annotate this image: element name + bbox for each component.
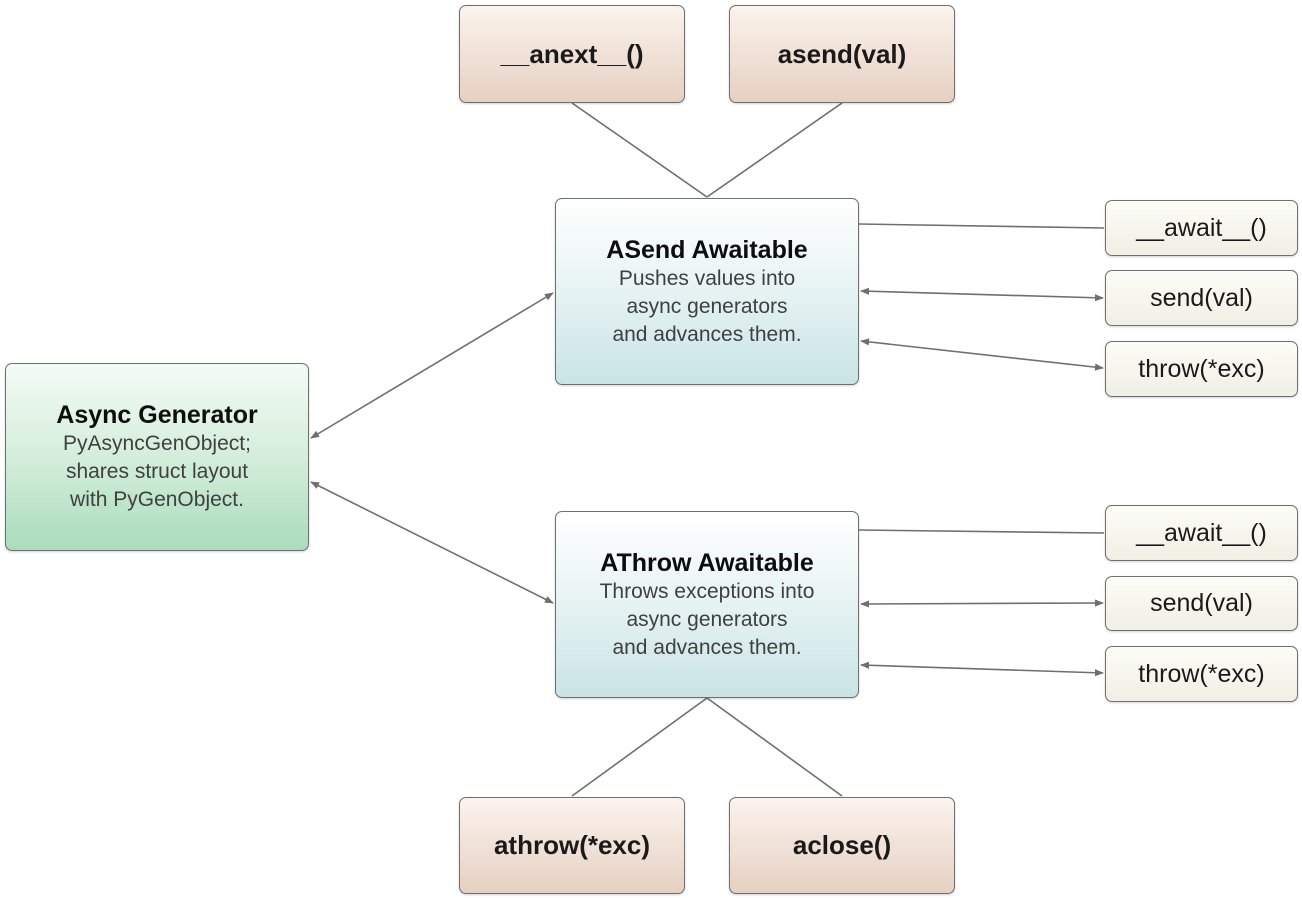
asend-awaitable-node: ASend Awaitable Pushes values into async…: [555, 198, 859, 385]
athrow-send-method-box: send(val): [1105, 576, 1298, 631]
edge-athrow-athrow-method: [571, 697, 708, 797]
arrow-generator-athrow: [310, 481, 554, 604]
edge-athrow-aclose: [706, 697, 843, 797]
edge-asend-await: [858, 223, 1105, 229]
athrow-awaitable-node: AThrow Awaitable Throws exceptions into …: [555, 511, 859, 698]
method-athrow-label: athrow(*exc): [493, 830, 651, 860]
edge-athrow-await: [858, 529, 1105, 534]
athrow-throw-method-label: throw(*exc): [1138, 659, 1265, 688]
arrow-athrow-throw: [860, 661, 1104, 677]
async-generator-node: Async Generator PyAsyncGenObject; shares…: [5, 363, 309, 551]
arrow-asend-send: [860, 287, 1104, 302]
athrow-awaitable-desc-line-2: async generators: [626, 607, 788, 631]
athrow-send-method-label: send(val): [1150, 589, 1253, 617]
asend-awaitable-desc-line-3: and advances them.: [612, 322, 802, 346]
method-aclose-box: aclose(): [729, 797, 955, 894]
method-anext-box: __anext__(): [459, 5, 685, 103]
asend-awaitable-title: ASend Awaitable: [606, 235, 808, 264]
athrow-await-method-label: __await__(): [1136, 518, 1267, 547]
asend-throw-method-box: throw(*exc): [1105, 341, 1298, 397]
async-generator-desc-line-1: PyAsyncGenObject;: [63, 432, 251, 455]
method-asend-box: asend(val): [729, 5, 955, 103]
async-generator-desc-line-3: with PyGenObject.: [70, 488, 244, 511]
arrow-generator-asend: [310, 292, 554, 439]
asend-send-method-box: send(val): [1105, 270, 1298, 326]
asend-throw-method-label: throw(*exc): [1138, 354, 1265, 383]
athrow-throw-method-box: throw(*exc): [1105, 646, 1298, 702]
athrow-awaitable-desc-line-1: Throws exceptions into: [599, 579, 815, 603]
async-generator-desc-line-2: shares struct layout: [65, 460, 249, 483]
async-generator-title: Async Generator: [56, 401, 258, 429]
athrow-awaitable-desc-line-3: and advances them.: [612, 635, 802, 659]
athrow-awaitable-title: AThrow Awaitable: [600, 548, 814, 577]
asend-send-method-label: send(val): [1150, 283, 1253, 312]
asend-awaitable-desc-line-2: async generators: [626, 294, 788, 318]
asend-await-method-box: __await__(): [1105, 200, 1298, 256]
edge-asend-method-asend: [706, 102, 843, 198]
arrow-athrow-send: [860, 599, 1104, 608]
edge-anext-asend: [571, 102, 708, 198]
asend-awaitable-desc-line-1: Pushes values into: [618, 266, 796, 290]
method-asend-label: asend(val): [777, 38, 907, 69]
method-anext-label: __anext__(): [500, 38, 644, 69]
asend-await-method-label: __await__(): [1136, 213, 1267, 242]
method-aclose-label: aclose(): [792, 830, 892, 860]
arrow-asend-throw: [860, 338, 1104, 371]
athrow-await-method-box: __await__(): [1105, 505, 1298, 561]
method-athrow-box: athrow(*exc): [459, 797, 685, 894]
